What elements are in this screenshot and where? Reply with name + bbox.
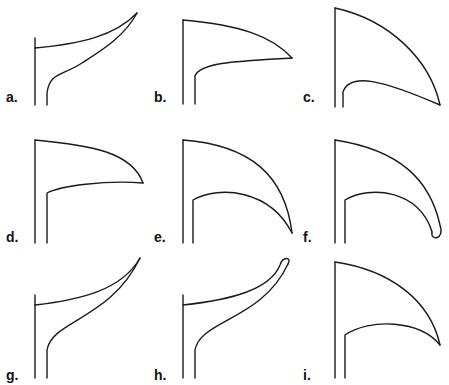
outline-a [35, 13, 137, 105]
outline-b [183, 20, 292, 104]
panel-letter: c. [303, 90, 315, 104]
panel-letter: a. [6, 90, 18, 104]
panel-letter: d. [6, 230, 18, 244]
panel-letter: f. [303, 230, 312, 244]
panel-letter: h. [154, 368, 166, 382]
outline-i [335, 262, 440, 378]
outline-e [183, 140, 292, 243]
outline-h [183, 259, 289, 379]
outline-f [335, 140, 441, 243]
outline-d [35, 140, 143, 243]
outline-c [335, 8, 440, 107]
outline-g [35, 258, 140, 378]
panel-letter: i. [303, 368, 311, 382]
panel-letter: g. [6, 368, 18, 382]
panel-letter: b. [154, 90, 166, 104]
panel-letter: e. [154, 230, 166, 244]
